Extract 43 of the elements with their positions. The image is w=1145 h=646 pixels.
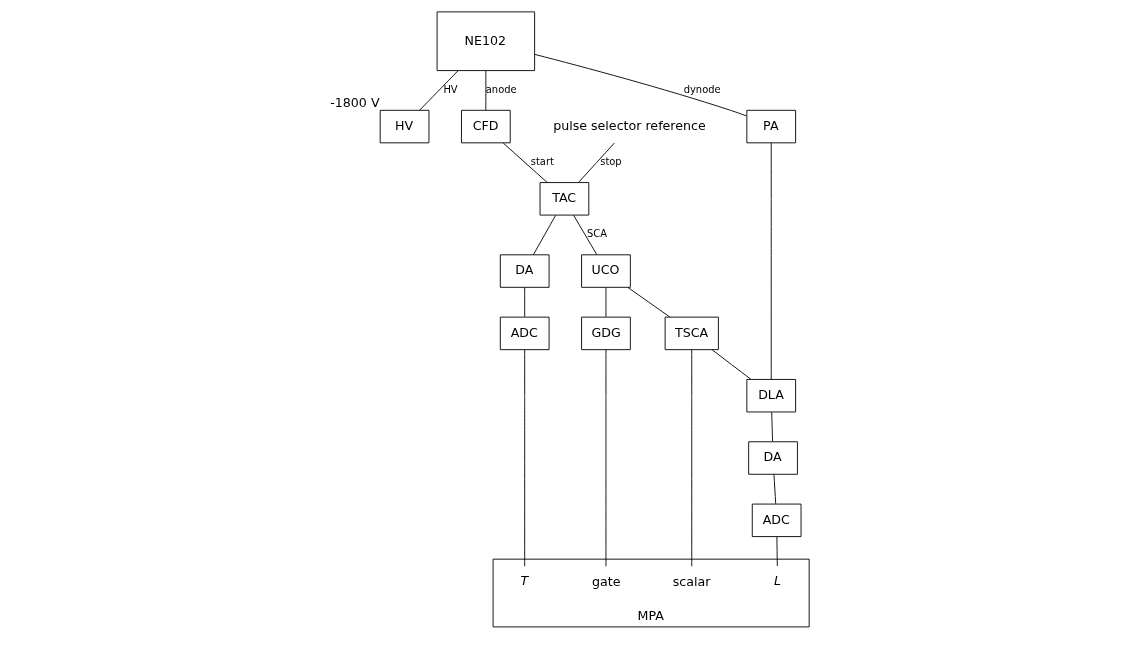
connector: [533, 53, 747, 117]
node-box: PA: [745, 109, 796, 144]
node-box: GDG: [580, 316, 631, 351]
edge-label: stop: [599, 156, 622, 168]
node-box: TAC: [539, 182, 589, 216]
connector: [690, 349, 692, 567]
node-text: pulse selector reference: [552, 117, 706, 133]
connector: [418, 70, 459, 111]
connector: [605, 349, 606, 567]
node-box: NE102: [436, 11, 535, 72]
connector: [711, 349, 751, 380]
edge-label: HV: [442, 83, 458, 95]
connector: [502, 142, 547, 183]
node-box: DA: [499, 254, 550, 288]
node-box: CFD: [460, 109, 511, 144]
connector: [532, 214, 556, 256]
connector: [775, 536, 778, 567]
node-box: TSCA: [664, 316, 719, 351]
node-box: DLA: [745, 379, 796, 413]
connector: [770, 411, 773, 442]
connector: [773, 474, 776, 505]
node-box: UCO: [580, 254, 631, 288]
node-text: L: [773, 573, 781, 589]
edge-label: SCA: [586, 228, 607, 240]
node-box: ADC: [499, 316, 550, 351]
connector: [523, 349, 525, 567]
edge-label: anode: [485, 83, 517, 95]
node-label: -1800 V: [329, 94, 380, 110]
connector: [523, 287, 525, 318]
node-box: ADC: [751, 503, 801, 538]
edge-label: dynode: [683, 83, 721, 95]
connector: [605, 287, 606, 318]
connector: [484, 70, 486, 111]
edge-label: start: [530, 156, 554, 168]
connector: [577, 142, 615, 183]
node-box: DA: [747, 441, 798, 475]
connector: [572, 214, 597, 256]
node-text: T: [520, 573, 528, 589]
node-text: scalar: [672, 573, 710, 589]
node-text: gate: [591, 573, 620, 589]
connector: [770, 142, 772, 380]
node-box: HV: [379, 109, 429, 144]
connector: [627, 287, 670, 318]
